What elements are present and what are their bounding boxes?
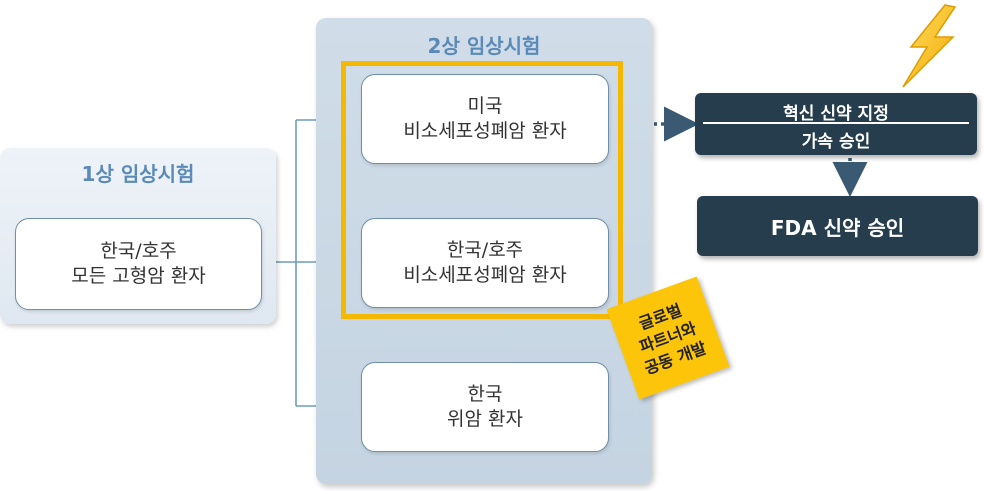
- breakthrough-label: 혁신 신약 지정: [783, 104, 889, 124]
- box-line: 한국/호주: [100, 240, 177, 262]
- box-line: 한국/호주: [446, 239, 524, 261]
- phase2-title: 2상 임상시험: [427, 34, 541, 58]
- box-line: 미국: [467, 95, 503, 117]
- global-partner-highlight-frame: [341, 61, 623, 319]
- breakthrough-accelerated-approval-box: 혁신 신약 지정 가속 승인: [695, 93, 977, 155]
- box-line: 비소세포성폐암 환자: [403, 120, 567, 142]
- divider: [703, 122, 969, 124]
- fda-approval-label: FDA 신약 승인: [770, 215, 905, 240]
- phase2-box-us-nsclc: 미국 비소세포성폐암 환자: [361, 74, 609, 164]
- box-line: 비소세포성폐암 환자: [403, 264, 567, 286]
- fda-approval-box: FDA 신약 승인: [697, 196, 978, 256]
- box-line: 한국: [467, 383, 503, 405]
- box-line: 위암 환자: [447, 408, 523, 430]
- phase1-box-all-solid-tumor: 한국/호주 모든 고형암 환자: [15, 218, 262, 310]
- accelerated-approval-label: 가속 승인: [801, 132, 871, 152]
- phase2-box-kr-au-nsclc: 한국/호주 비소세포성폐암 환자: [361, 218, 609, 308]
- phase1-title: 1상 임상시험: [81, 162, 195, 186]
- box-line: 모든 고형암 환자: [71, 265, 206, 287]
- phase2-box-kr-gastric: 한국 위암 환자: [361, 362, 609, 452]
- lightning-icon: [902, 4, 957, 88]
